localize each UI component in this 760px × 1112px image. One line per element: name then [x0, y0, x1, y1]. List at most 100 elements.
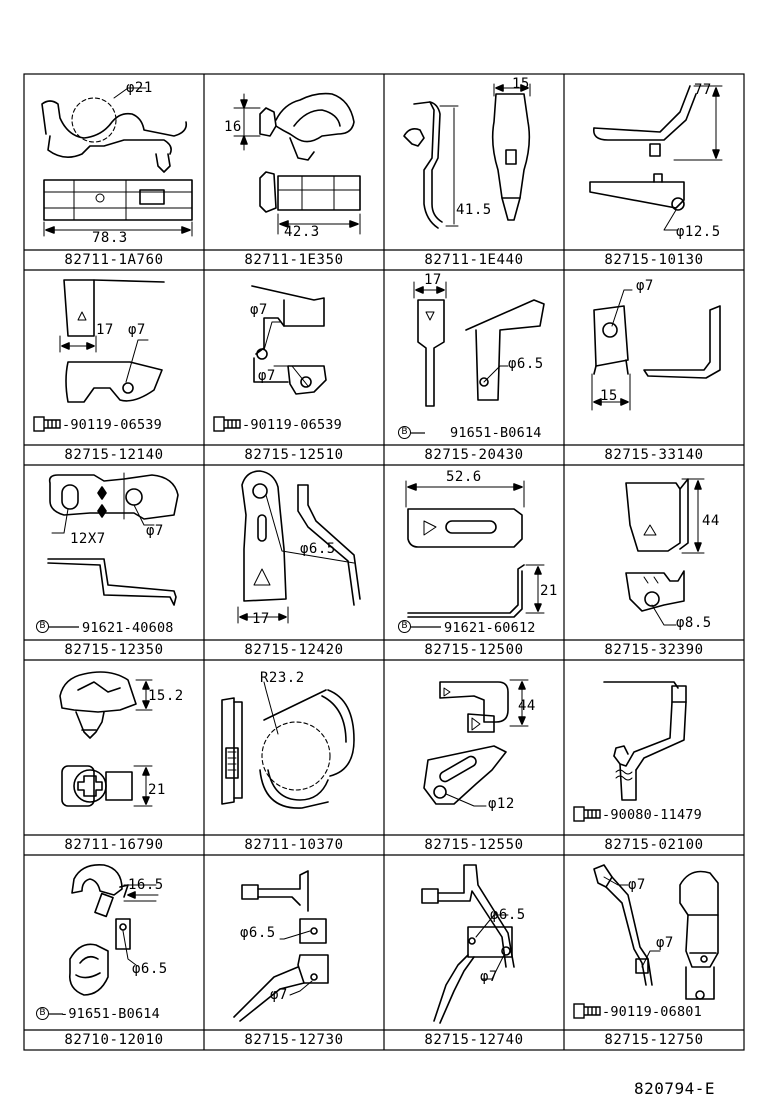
bolt-part-number: -90080-11479: [602, 807, 702, 823]
bolt-marker-icon: B: [36, 1007, 49, 1020]
dimension-label: φ6.5: [508, 356, 544, 372]
bolt-part-number: -90119-06801: [602, 1004, 702, 1020]
part-number: 82715-12550: [424, 837, 524, 853]
part-number: 82711-1A760: [64, 252, 164, 268]
part-number: 82715-20430: [424, 447, 524, 463]
dimension-label: φ12.5: [676, 224, 721, 240]
part-number: 82715-12750: [604, 1032, 704, 1048]
leader-line: [49, 626, 79, 628]
bracket-drawing: [593, 864, 719, 1000]
dimension-label: φ6.5: [132, 961, 168, 977]
leader-line: [411, 626, 441, 628]
dimension-label: φ7: [480, 969, 498, 985]
dimension-label: 42.3: [284, 224, 320, 240]
bolt-part-number: -90119-06539: [62, 417, 162, 433]
bolt-icon: [33, 416, 61, 432]
dimension-label: 52.6: [446, 469, 482, 485]
part-number: 82715-12420: [244, 642, 344, 658]
part-cell-r1-c3: 15 41.5 82711-1E440: [384, 74, 564, 270]
dimension-label: φ6.5: [490, 907, 526, 923]
part-number: 82715-33140: [604, 447, 704, 463]
bolt-icon: [573, 806, 601, 822]
dimension-label: 15: [512, 76, 530, 92]
bracket-drawing: [589, 85, 723, 231]
dimension-label: φ8.5: [676, 615, 712, 631]
part-cell-r5-c2: φ6.5 φ7 82715-12730: [204, 855, 384, 1050]
bolt-part-number: 91621-60612: [444, 620, 536, 636]
bracket-drawing: [251, 285, 327, 395]
part-number: 82715-12730: [244, 1032, 344, 1048]
part-number: 82715-12740: [424, 1032, 524, 1048]
bracket-drawing: [423, 679, 529, 807]
bracket-drawing: [47, 472, 179, 606]
part-cell-r5-c4: φ7 φ7 -90119-06801 82715-12750: [564, 855, 744, 1050]
part-cell-r5-c1: B 16.5 φ6.5 -91651-B0614 82710-12010: [24, 855, 204, 1050]
clamp-drawing: [221, 681, 355, 809]
dimension-label: 12X7: [70, 531, 106, 547]
clip-drawing: [233, 92, 361, 235]
dimension-label: φ7: [258, 368, 276, 384]
bolt-marker-icon: B: [398, 620, 411, 633]
part-cell-r4-c1: 15.2 21 82711-16790: [24, 660, 204, 855]
dimension-label: φ7: [270, 987, 288, 1003]
dimension-label: 16: [224, 119, 242, 135]
dimension-label: R23.2: [260, 670, 305, 686]
dimension-label: 21: [148, 782, 166, 798]
part-number: 82715-12350: [64, 642, 164, 658]
part-number: 82710-12010: [64, 1032, 164, 1048]
bracket-drawing: [403, 83, 531, 229]
bracket-drawing: [59, 279, 165, 403]
part-number: 82715-12510: [244, 447, 344, 463]
bracket-drawing: [413, 281, 545, 407]
dimension-label: φ21: [126, 80, 153, 96]
part-cell-r2-c4: φ7 15 82715-33140: [564, 270, 744, 465]
part-cell-r2-c3: B 17 φ6.5 91651-B0614 82715-20430: [384, 270, 564, 465]
clamp-drawing: [68, 863, 159, 996]
bracket-drawing: [421, 864, 515, 1024]
part-cell-r2-c1: 17 φ7 -90119-06539 82715-12140: [24, 270, 204, 465]
dimension-label: 77: [694, 82, 712, 98]
dimension-label: φ12: [488, 796, 515, 812]
part-cell-r4-c3: 44 φ12 82715-12550: [384, 660, 564, 855]
dimension-label: 41.5: [456, 202, 492, 218]
part-number: 82715-12140: [64, 447, 164, 463]
leader-line: [49, 1013, 63, 1015]
bracket-drawing: [233, 870, 329, 1022]
dimension-label: 16.5: [128, 877, 164, 893]
dimension-label: φ7: [656, 935, 674, 951]
part-cell-r4-c4: -90080-11479 82715-02100: [564, 660, 744, 855]
dimension-label: φ7: [146, 523, 164, 539]
bracket-drawing: [603, 681, 687, 801]
dimension-label: φ7: [636, 278, 654, 294]
part-number: 82711-10370: [244, 837, 344, 853]
part-cell-r1-c2: 16 42.3 82711-1E350: [204, 74, 384, 270]
dimension-label: 44: [518, 698, 536, 714]
bracket-drawing: [237, 470, 361, 624]
bracket-drawing: [591, 289, 721, 411]
bolt-icon: [213, 416, 241, 432]
part-cell-r2-c2: φ7 φ7 -90119-06539 82715-12510: [204, 270, 384, 465]
dimension-label: 21: [540, 583, 558, 599]
bolt-marker-icon: B: [36, 620, 49, 633]
bolt-part-number: 91621-40608: [82, 620, 174, 636]
drawing-code: 820794-E: [634, 1079, 716, 1098]
part-cell-r5-c3: φ6.5 φ7 82715-12740: [384, 855, 564, 1050]
bracket-drawing: [405, 480, 545, 618]
part-number: 82715-32390: [604, 642, 704, 658]
bolt-marker-icon: B: [398, 426, 411, 439]
clamp-drawing: [41, 87, 193, 237]
bolt-part-number: 91651-B0614: [450, 425, 542, 441]
dimension-label: 17: [252, 611, 270, 627]
dimension-label: 17: [96, 322, 114, 338]
part-number: 82711-1E440: [424, 252, 524, 268]
part-number: 82711-1E350: [244, 252, 344, 268]
dimension-label: 15: [600, 388, 618, 404]
part-cell-r3-c2: φ6.5 17 82715-12420: [204, 465, 384, 660]
leader-line: [411, 432, 425, 434]
part-cell-r1-c4: 77 φ12.5 82715-10130: [564, 74, 744, 270]
bracket-drawing: [625, 478, 705, 626]
dimension-label: 78.3: [92, 230, 128, 246]
bolt-icon: [573, 1003, 601, 1019]
part-cell-r3-c3: B 52.6 21 91621-60612 82715-12500: [384, 465, 564, 660]
